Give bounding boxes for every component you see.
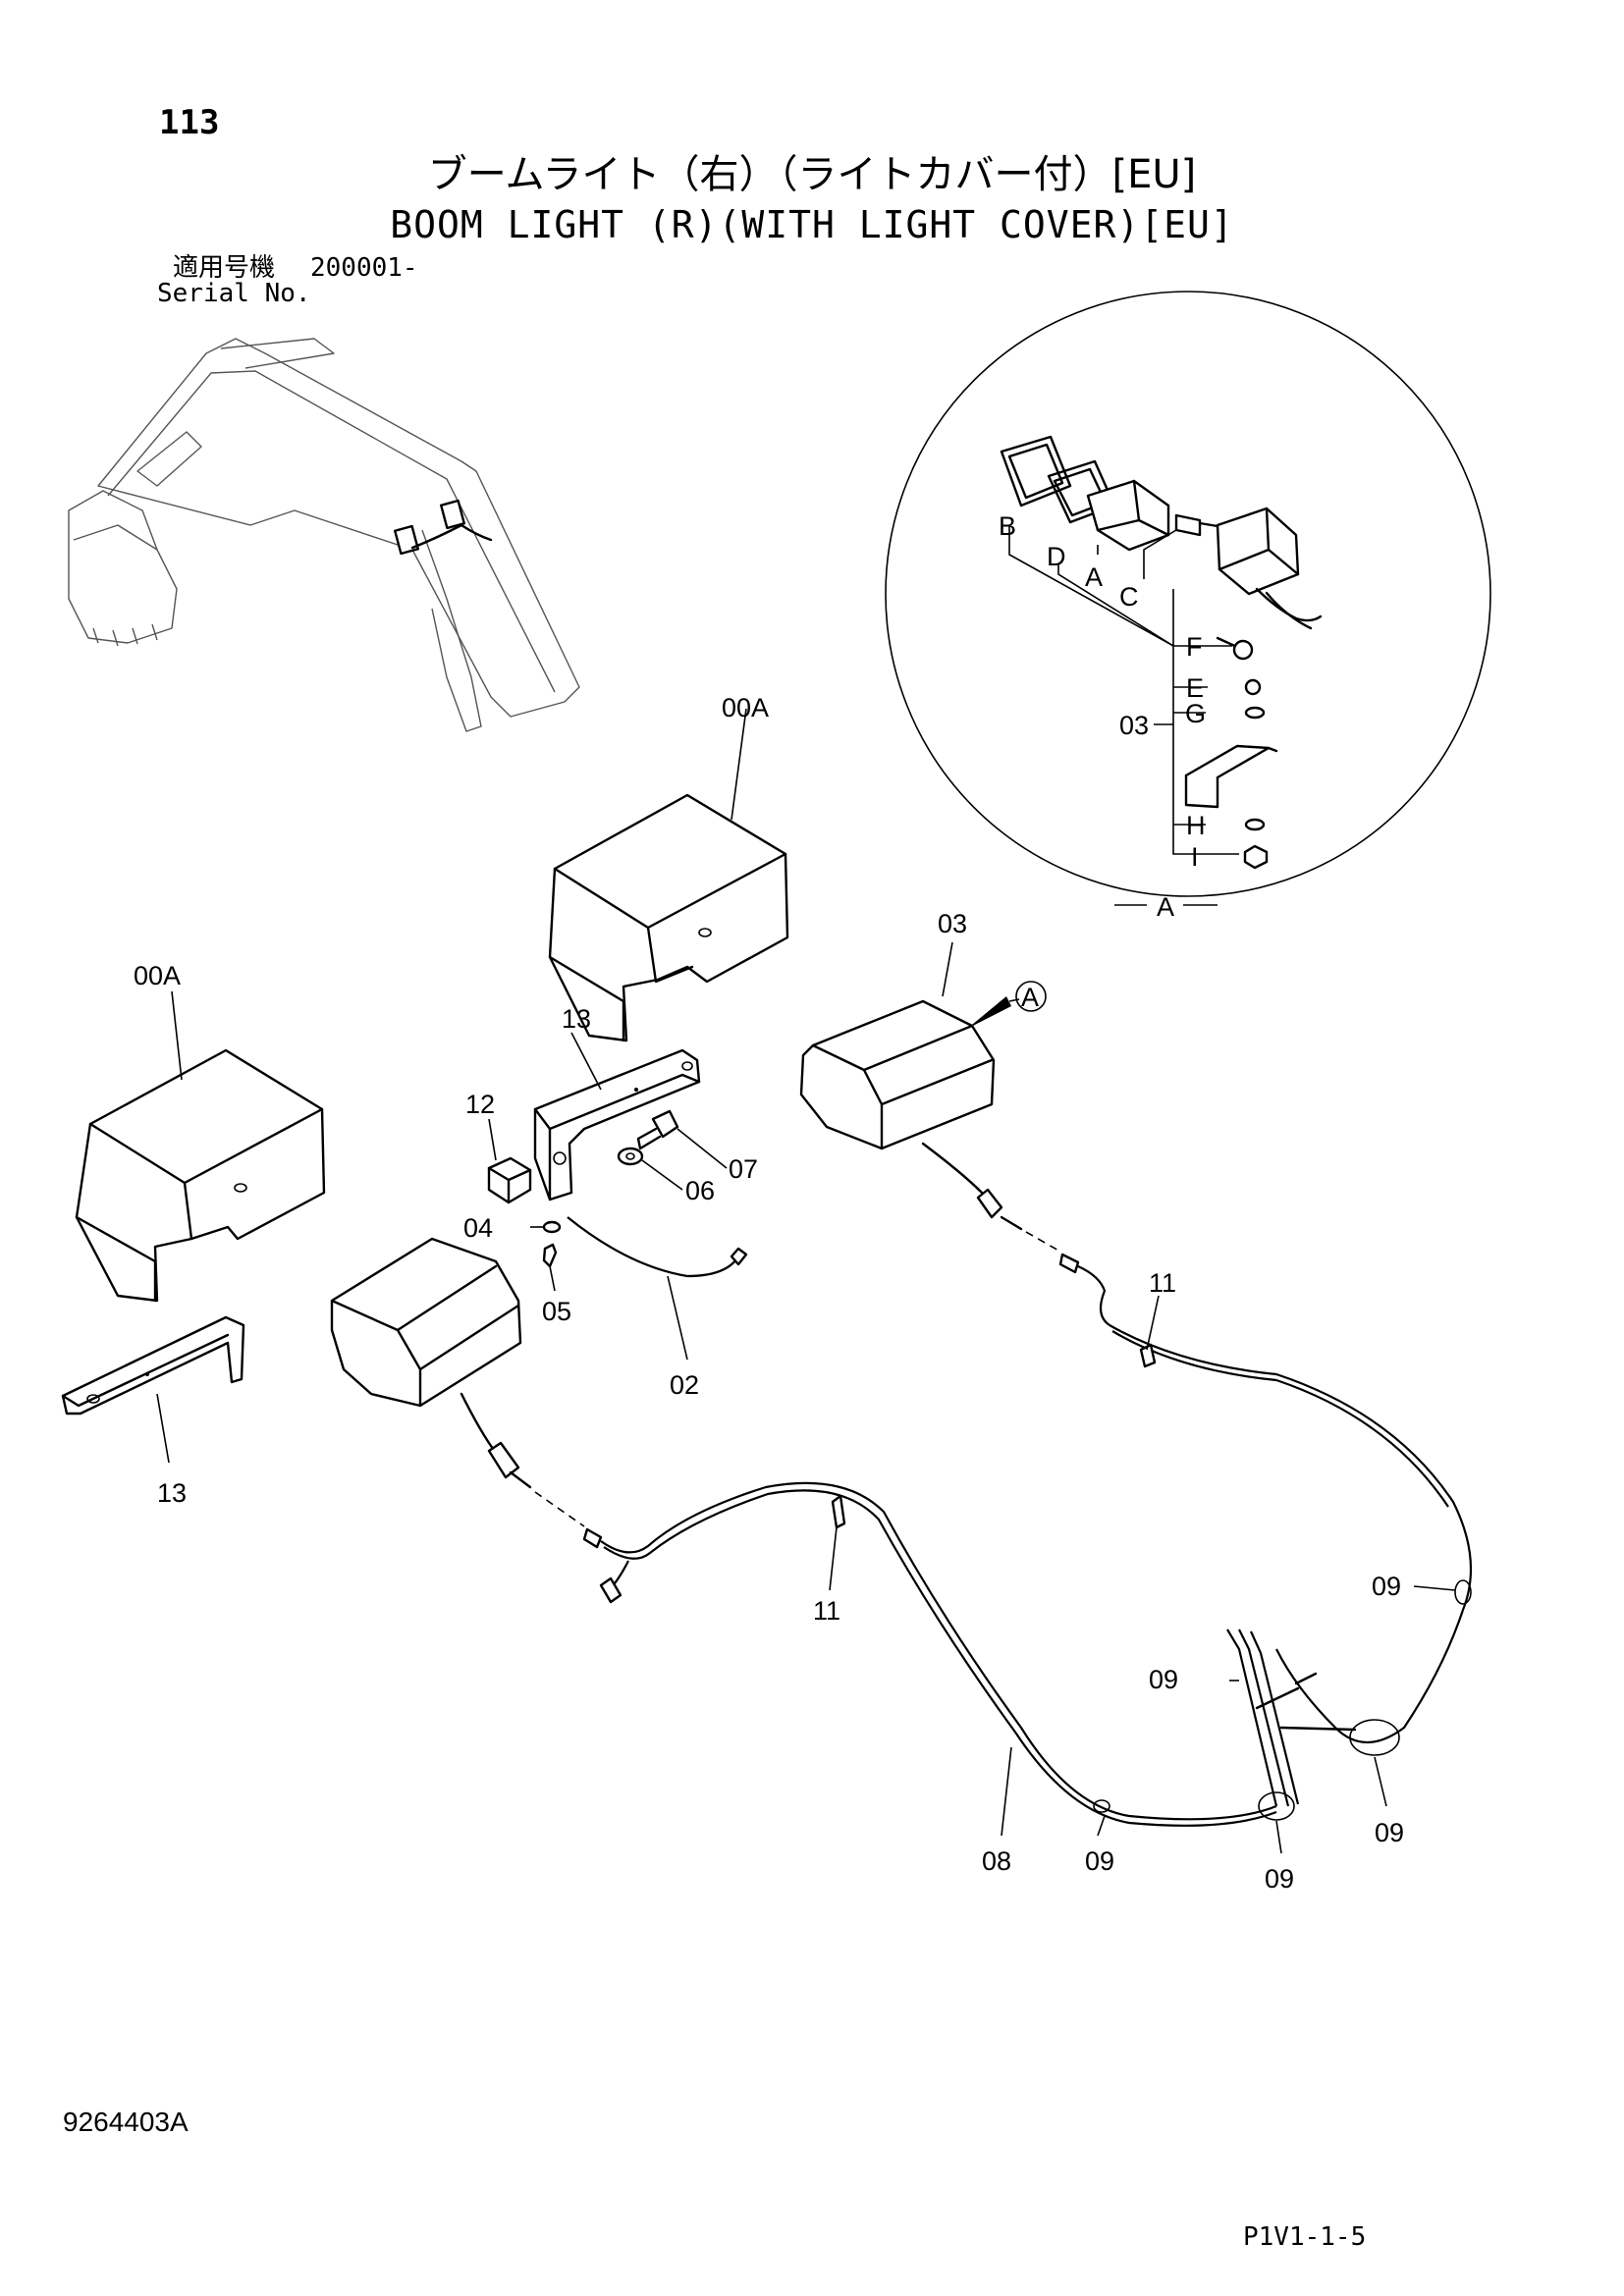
serial-label-english: Serial No.	[157, 279, 311, 308]
bolt-07: 07	[636, 1109, 758, 1184]
callout-05: 05	[542, 1297, 571, 1326]
callout-04: 04	[463, 1213, 493, 1243]
detail-label-e: E	[1186, 673, 1204, 703]
detail-label-i: I	[1191, 842, 1199, 872]
work-light-left	[330, 1237, 532, 1489]
light-cover-top: 00A	[548, 693, 789, 1042]
detail-label-b: B	[999, 511, 1016, 541]
callout-11-left: 11	[813, 1596, 840, 1626]
page-number: 113	[159, 103, 220, 142]
excavator-overview-illustration	[68, 338, 580, 732]
detail-label-assy-03: 03	[1119, 711, 1149, 740]
bracket-lower: 13	[61, 1315, 245, 1508]
detail-reference-a: A	[1021, 983, 1039, 1012]
document-number: 9264403A	[63, 2107, 189, 2137]
callout-12: 12	[465, 1090, 495, 1119]
detail-label-c: C	[1119, 582, 1139, 612]
block-12: 12	[465, 1090, 532, 1204]
callout-13-upper: 13	[562, 1004, 591, 1034]
callout-11-right: 11	[1149, 1268, 1176, 1298]
callout-03: 03	[938, 909, 967, 938]
callout-08: 08	[982, 1846, 1011, 1876]
callout-06: 06	[685, 1176, 715, 1205]
wiring-harness	[534, 1231, 1473, 1827]
light-cover-left: 00A	[75, 961, 326, 1303]
serial-label-japanese: 適用号機	[173, 253, 276, 283]
screw-05: 05	[542, 1243, 571, 1326]
lockwasher-04: 04	[463, 1213, 562, 1243]
page-code: P1V1-1-5	[1243, 2222, 1367, 2252]
callout-07: 07	[729, 1154, 758, 1184]
callout-09-band-5: 09	[1372, 1572, 1401, 1601]
callout-00a-top: 00A	[722, 693, 769, 722]
serial-value: 200001-	[310, 253, 418, 283]
title-japanese: ブームライト（右）（ライトカバー付）[EU]	[427, 152, 1197, 197]
detail-label-g: G	[1185, 699, 1206, 728]
callout-13-lower: 13	[157, 1478, 187, 1508]
callout-09-band-4: 09	[1149, 1665, 1178, 1694]
detail-label-d: D	[1047, 542, 1066, 571]
callout-02: 02	[670, 1370, 699, 1400]
harness-02: 02	[567, 1216, 748, 1400]
detail-label-h: H	[1186, 811, 1206, 840]
callout-09-band-2: 09	[1265, 1864, 1294, 1894]
title-english: BOOM LIGHT (R)(WITH LIGHT COVER)[EU]	[390, 203, 1234, 246]
detail-view-a: B D A C F E G 03 H I A	[885, 291, 1491, 922]
callout-00a-left: 00A	[134, 961, 181, 990]
detail-exploded-lamp	[1000, 435, 1323, 870]
detail-label-f: F	[1186, 632, 1203, 662]
detail-label-ref-a: A	[1157, 892, 1174, 922]
callout-09-band-1: 09	[1085, 1846, 1114, 1876]
work-light-right: 03 A	[799, 909, 1047, 1231]
callout-09-band-3: 09	[1375, 1818, 1404, 1847]
washer-06: 06	[617, 1147, 715, 1205]
bracket-upper: 13	[533, 1004, 701, 1201]
detail-label-a: A	[1085, 562, 1103, 592]
